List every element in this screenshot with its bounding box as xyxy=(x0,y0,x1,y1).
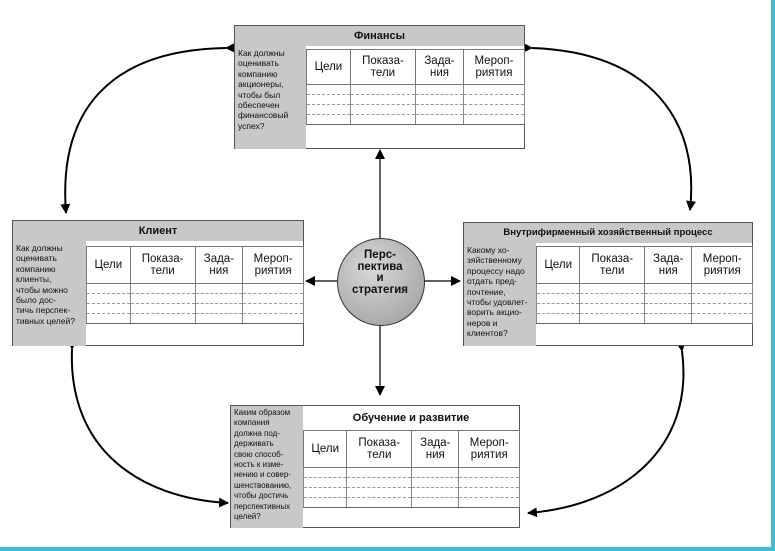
table-row xyxy=(306,94,526,105)
header-indicators: Показа- тели xyxy=(129,246,196,284)
learning-box: Обучение и развитие Каким образом компан… xyxy=(230,405,520,528)
header-activities: Мероп- риятия xyxy=(462,49,526,85)
table-row xyxy=(306,84,526,95)
table-row xyxy=(535,283,753,294)
internal-process-title: Внутрифирменный хозяйственный процесс xyxy=(464,223,752,243)
arrow-internal-learning xyxy=(527,341,686,518)
strategy-label: Перс- пектива и стратегия xyxy=(351,249,409,296)
header-goals: Цели xyxy=(302,430,348,468)
header-goals: Цели xyxy=(535,246,581,284)
header-tasks: Зада- ния xyxy=(415,49,464,85)
table-row xyxy=(302,477,520,488)
internal-process-grid: Цели Показа- тели Зада- ния Мероп- рияти… xyxy=(535,246,753,324)
table-row xyxy=(535,303,753,314)
table-row xyxy=(302,497,520,508)
header-goals: Цели xyxy=(306,49,351,85)
learning-question: Каким образом компания должна под- держи… xyxy=(231,406,303,528)
header-tasks: Зада- ния xyxy=(194,246,244,284)
header-indicators: Показа- тели xyxy=(579,246,646,284)
learning-title: Обучение и развитие xyxy=(303,409,519,427)
frame-border-right xyxy=(771,0,775,551)
header-activities: Мероп- риятия xyxy=(691,246,753,284)
table-row xyxy=(86,313,304,324)
table-row xyxy=(302,467,520,478)
header-tasks: Зада- ния xyxy=(411,430,460,468)
client-box: Клиент Как должны оценивать компанию кли… xyxy=(12,220,304,346)
table-row xyxy=(306,114,526,125)
client-grid: Цели Показа- тели Зада- ния Мероп- рияти… xyxy=(86,246,304,324)
table-row xyxy=(535,293,753,304)
header-tasks: Зада- ния xyxy=(644,246,693,284)
client-question: Как должны оценивать компанию клиенты, ч… xyxy=(13,241,86,346)
arrow-finance-client xyxy=(60,42,236,214)
header-indicators: Показа- тели xyxy=(346,430,413,468)
header-activities: Мероп- риятия xyxy=(458,430,520,468)
header-activities: Мероп- риятия xyxy=(242,246,304,284)
table-row xyxy=(535,313,753,324)
frame-border-bottom xyxy=(0,547,775,551)
finance-box: Финансы Как должны оценивать компанию ак… xyxy=(234,25,526,149)
internal-process-question: Какому хо- зяйственному процессу надо от… xyxy=(464,243,536,346)
learning-grid: Цели Показа- тели Зада- ния Мероп- рияти… xyxy=(302,430,520,508)
finance-grid: Цели Показа- тели Зада- ния Мероп- рияти… xyxy=(306,49,526,125)
table-row xyxy=(86,293,304,304)
strategy-globe xyxy=(337,238,425,326)
table-row xyxy=(302,487,520,498)
header-goals: Цели xyxy=(86,246,131,284)
table-row xyxy=(306,104,526,115)
header-indicators: Показа- тели xyxy=(349,49,417,85)
finance-question: Как должны оценивать компанию акционеры,… xyxy=(235,46,306,149)
arrow-finance-internal xyxy=(522,42,696,211)
internal-process-box: Внутрифирменный хозяйственный процесс Ка… xyxy=(463,222,753,346)
table-row xyxy=(86,283,304,294)
finance-title: Финансы xyxy=(235,26,524,46)
client-title: Клиент xyxy=(13,221,303,241)
arrow-client-learning xyxy=(67,339,229,508)
table-row xyxy=(86,303,304,314)
